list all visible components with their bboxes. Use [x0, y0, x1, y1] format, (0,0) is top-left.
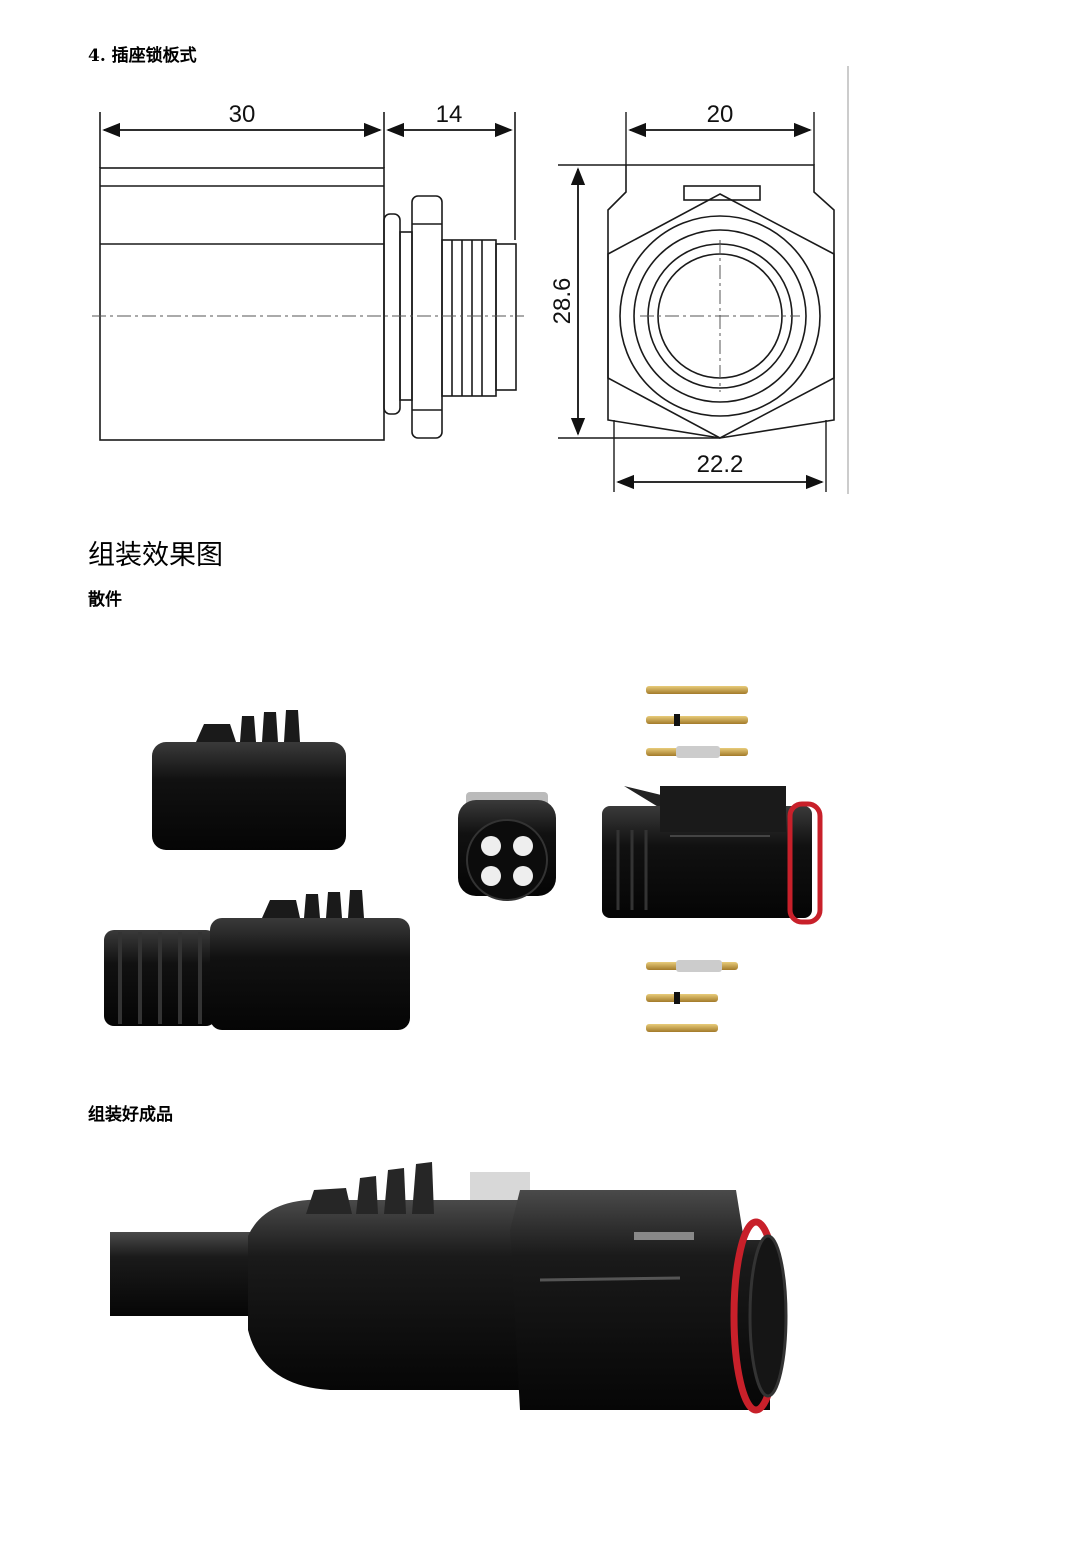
- dim-height: 28.6: [549, 278, 576, 325]
- assembly-heading: 组装效果图: [88, 540, 223, 571]
- dim-front-width: 20: [707, 101, 734, 128]
- technical-drawing: 30 14 20 28.6 22.2: [92, 66, 849, 494]
- female-contacts: [646, 686, 748, 758]
- dim-thread-length: 14: [436, 101, 463, 128]
- finished-heading: 组装好成品: [88, 1105, 173, 1125]
- socket-body-part: [602, 786, 823, 925]
- dim-hex-width: 22.2: [697, 451, 744, 478]
- parts-heading: 散件: [88, 590, 122, 610]
- cable-boot-part: [104, 890, 410, 1030]
- dim-body-length: 30: [229, 101, 256, 128]
- contact-insert-part: [458, 792, 556, 901]
- cable-housing-part: [152, 710, 346, 850]
- male-contacts: [646, 960, 738, 1032]
- section-title: 4. 插座锁板式: [88, 46, 197, 66]
